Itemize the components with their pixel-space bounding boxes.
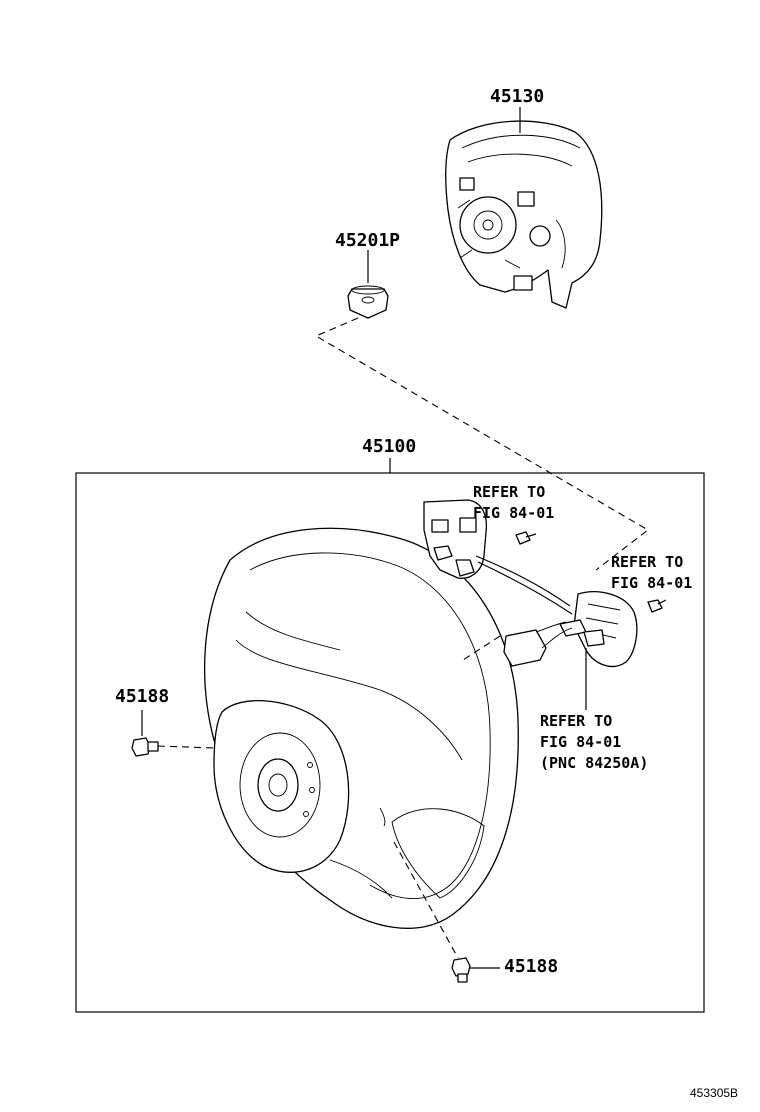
reference-line: (PNC 84250A): [540, 754, 649, 772]
reference-line: REFER TO: [473, 483, 546, 501]
reference-line: FIG 84-01: [611, 574, 693, 592]
connector-part: [503, 621, 587, 710]
part-number-45201p: 45201P: [335, 230, 401, 251]
bottom-bolt-part: [393, 841, 500, 983]
left-bolt-part: [131, 710, 215, 757]
upper-switch-part: [423, 499, 573, 615]
right-switch-part: [459, 591, 667, 667]
reference-line: REFER TO: [540, 712, 613, 730]
steering-pad-part: [444, 107, 603, 309]
reference-right-switch: REFER TO FIG 84-01: [611, 552, 692, 594]
nut-part: [347, 250, 389, 319]
reference-connector: REFER TO FIG 84-01 (PNC 84250A): [540, 711, 648, 774]
reference-line: REFER TO: [611, 553, 684, 571]
part-number-45130: 45130: [490, 86, 545, 107]
diagram-code: 453305B: [690, 1086, 739, 1100]
part-number-45188-left: 45188: [115, 686, 170, 707]
reference-line: FIG 84-01: [473, 504, 555, 522]
reference-upper-switch: REFER TO FIG 84-01: [473, 482, 554, 524]
steering-wheel-part: [204, 527, 519, 929]
part-number-45100: 45100: [362, 436, 417, 457]
part-number-45188-bottom: 45188: [504, 956, 559, 977]
reference-line: FIG 84-01: [540, 733, 622, 751]
